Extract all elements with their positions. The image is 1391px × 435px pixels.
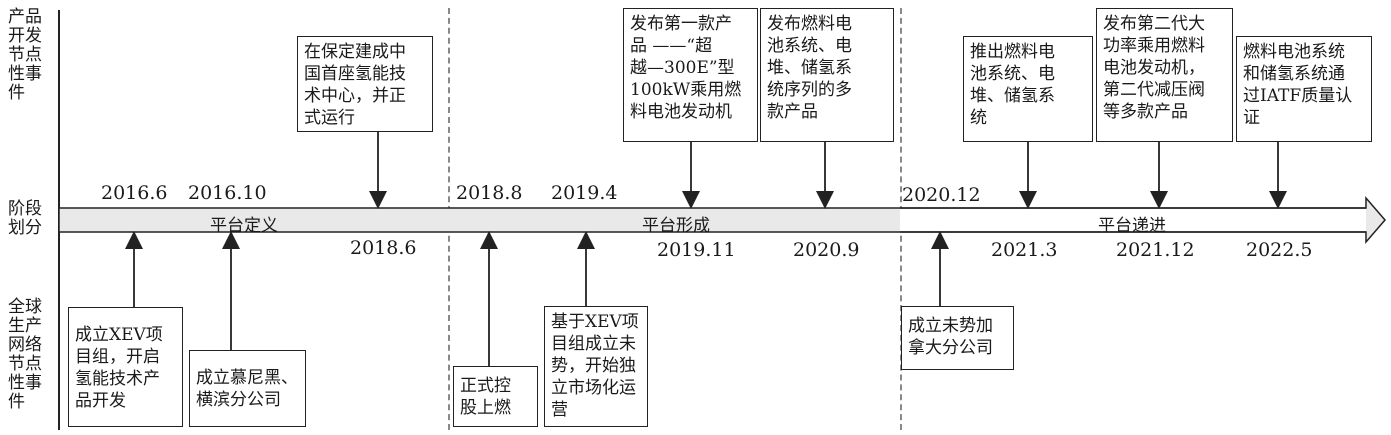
- network-event-box: 基于XEV项 目组成立未 势，开始独 立市场化运 营: [544, 306, 648, 427]
- phase-label: 平台定义: [210, 216, 278, 236]
- event-date: 2019.4: [551, 182, 618, 204]
- network-event-box: 成立慕尼黑、 横滨分公司: [189, 350, 306, 427]
- phase-label: 平台形成: [642, 216, 710, 236]
- event-date: 2020.12: [902, 184, 981, 206]
- row-label-network: 全球 生产 网络 节点 性事 件: [8, 297, 42, 412]
- phase-label: 平台递进: [1098, 216, 1166, 236]
- product-event-box: 发布燃料电 池系统、电 堆、储氢系 统序列的多 款产品: [760, 8, 894, 142]
- event-date: 2018.6: [350, 237, 417, 259]
- event-date: 2018.8: [456, 182, 523, 204]
- network-event-box: 正式控 股上燃: [453, 366, 538, 427]
- event-date: 2016.10: [188, 182, 267, 204]
- product-event-box: 推出燃料电 池系统、电 堆、储氢系 统: [963, 36, 1093, 142]
- product-event-box: 发布第二代大 功率乘用燃料 电池发动机， 第二代减压阀 等多款产品: [1096, 8, 1233, 142]
- event-date: 2019.11: [657, 239, 736, 261]
- event-date: 2021.3: [991, 239, 1058, 261]
- row-label-product: 产品 开发 节点 性事 件: [8, 7, 42, 103]
- product-event-box: 发布第一款产 品 ——“超 越—300E”型 100kW乘用燃 料电池发动机: [623, 8, 758, 142]
- product-event-box: 在保定建成中 国首座氢能技 术中心，并正 式运行: [297, 36, 433, 132]
- network-event-box: 成立XEV项 目组，开启 氢能技术产 品开发: [68, 307, 183, 427]
- event-date: 2020.9: [793, 239, 860, 261]
- network-event-box: 成立未势加 拿大分公司: [901, 306, 1014, 370]
- row-label-phase: 阶段 划分: [8, 199, 42, 238]
- event-date: 2016.6: [101, 182, 168, 204]
- product-event-box: 燃料电池系统 和储氢系统通 过IATF质量认 证: [1236, 36, 1372, 142]
- event-date: 2021.12: [1116, 239, 1195, 261]
- event-date: 2022.5: [1246, 239, 1313, 261]
